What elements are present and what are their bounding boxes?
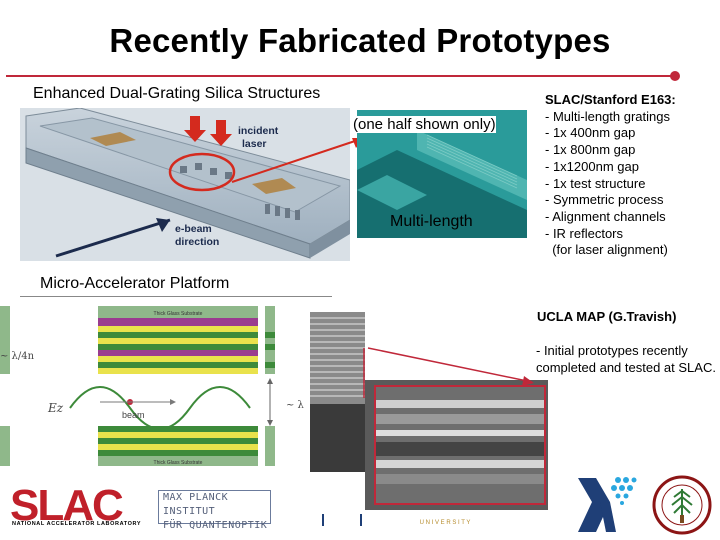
map-schematic: Thick Glass Substrate Thick Glass Substr… [0, 298, 312, 474]
incident-label-1: incident [238, 125, 279, 137]
map-rule [20, 296, 332, 297]
slide-title: Recently Fabricated Prototypes [109, 22, 611, 59]
dual-grating-render: incident laser e-beam direction [20, 108, 350, 261]
map-heading: Micro-Accelerator Platform [40, 275, 230, 292]
lambda-right-label: ~ λ [286, 400, 305, 411]
ucla-heading: UCLA MAP (G.Travish) [537, 309, 677, 324]
ucla-body: - Initial prototypes recently completed … [536, 343, 716, 375]
e163-list: SLAC/Stanford E163: - Multi-length grati… [545, 92, 676, 259]
list-item: - IR reflectors [545, 225, 624, 241]
list-item: - Symmetric process [545, 192, 664, 208]
list-item: (for laser alignment) [545, 242, 668, 258]
ebeam-label-2: direction [175, 236, 219, 248]
dual-grating-heading: Enhanced Dual-Grating Silica Structures [33, 85, 321, 102]
list-item: - 1x 800nm gap [545, 142, 636, 158]
incident-label-2: laser [242, 138, 267, 150]
university-seal [652, 475, 712, 535]
ebeam-label-1: e-beam [175, 223, 212, 235]
list-item: - Alignment channels [545, 208, 666, 224]
slac-logo: SLAC [10, 481, 125, 530]
ucla-strip-text: U N I V E R S I T Y [420, 520, 471, 526]
list-item: - 1x 400nm gap [545, 125, 636, 141]
sem-grating-image [357, 110, 527, 238]
slac-subtitle: NATIONAL ACCELERATOR LABORATORY [12, 521, 142, 527]
mpq-line-1: MAX PLANCK INSTITUT [163, 492, 229, 517]
map-pointer-lines [363, 347, 534, 398]
field-label: Ez [47, 401, 64, 415]
mpq-line-2: FÜR QUANTENOPTIK [163, 520, 268, 531]
list-item: - Multi-length gratings [545, 108, 670, 124]
half-shown-label: (one half shown only) [353, 116, 496, 133]
title-rule [6, 75, 676, 77]
mpq-logo: MAX PLANCK INSTITUT FÜR QUANTENOPTIK [158, 490, 271, 531]
beam-label: beam [122, 410, 145, 420]
slac-logo-text: SLAC [10, 481, 123, 530]
lambda-left-label: ~ λ/4n [0, 351, 35, 362]
sem-strip-image [310, 312, 365, 472]
x-logo [578, 477, 637, 532]
ucla-logo-strip: U N I V E R S I T Y [322, 514, 471, 526]
title-rule-dot [670, 71, 680, 81]
list-item: - 1x1200nm gap [545, 158, 639, 174]
bottom-plate-label: Thick Glass Substrate [154, 460, 203, 466]
pointer-arrow [231, 138, 364, 183]
list-item: - 1x test structure [545, 175, 646, 191]
multilength-label: Multi-length [390, 213, 473, 230]
top-plate-label: Thick Glass Substrate [154, 311, 203, 317]
sem-crosssection-image [365, 380, 548, 510]
e163-heading: SLAC/Stanford E163: [545, 92, 676, 107]
